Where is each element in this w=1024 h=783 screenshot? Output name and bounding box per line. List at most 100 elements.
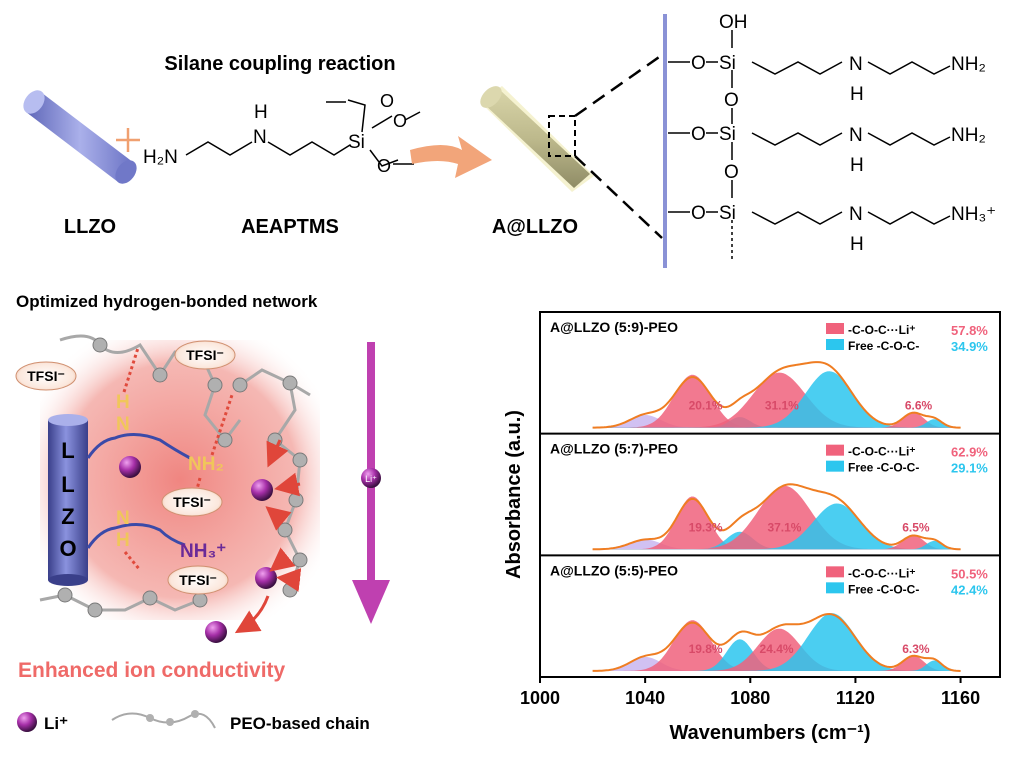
aeaptms-o3: O xyxy=(377,156,391,176)
reaction-arrow xyxy=(410,136,492,178)
legend-li-label: -C-O-C···Li⁺ xyxy=(848,323,916,337)
svg-text:N: N xyxy=(116,414,130,435)
allzo-rod xyxy=(480,86,594,192)
svg-text:L: L xyxy=(61,472,74,497)
zoom-line-top xyxy=(574,53,663,118)
conduction-glow xyxy=(40,340,320,620)
svg-text:H: H xyxy=(850,234,864,255)
svg-text:Z: Z xyxy=(61,504,74,529)
rod-letters: L L Z O xyxy=(59,438,76,561)
fitted-peak xyxy=(592,372,961,428)
legend-li-value: 62.9% xyxy=(951,445,988,460)
legend-swatch-li xyxy=(826,566,844,578)
envelope-line xyxy=(592,483,961,551)
svg-text:TFSI⁻: TFSI⁻ xyxy=(179,572,217,588)
y-axis-label: Absorbance (a.u.) xyxy=(503,410,525,579)
aeaptms-o1: O xyxy=(380,91,394,111)
fitted-peak xyxy=(592,419,961,428)
aeaptms-h: H xyxy=(254,102,268,123)
svg-text:TFSI⁻: TFSI⁻ xyxy=(186,347,224,363)
svg-text:H: H xyxy=(850,155,864,176)
x-tick-label: 1000 xyxy=(520,688,560,708)
fitted-peak xyxy=(592,415,961,428)
svg-text:TFSI⁻: TFSI⁻ xyxy=(27,368,65,384)
aeaptms-structure xyxy=(185,99,399,167)
svg-text:NH₂: NH₂ xyxy=(951,125,986,146)
aeaptms-methyls xyxy=(326,101,421,165)
legend-swatch-free xyxy=(826,582,844,594)
x-tick-label: 1080 xyxy=(730,688,770,708)
siloxane-atoms: OH O Si O O Si O O Si N H NH₂ N H NH₂ N … xyxy=(691,12,996,255)
peak-label: 37.1% xyxy=(767,520,801,534)
svg-text:L: L xyxy=(61,438,74,463)
legend-free-value: 34.9% xyxy=(951,339,988,354)
x-tick-label: 1040 xyxy=(625,688,665,708)
x-axis-label: Wavenumbers (cm⁻¹) xyxy=(670,722,871,744)
legend-chain-label: PEO-based chain xyxy=(230,714,370,733)
svg-text:Si: Si xyxy=(719,124,736,145)
svg-text:O: O xyxy=(724,162,739,183)
siloxane-structure xyxy=(668,30,951,262)
x-tick-label: 1160 xyxy=(941,688,980,708)
legend-li-label: Li⁺ xyxy=(44,714,68,733)
fitted-peak xyxy=(592,656,961,671)
legend-swatch-free xyxy=(826,460,844,472)
fitted-peak xyxy=(592,503,961,550)
peak-label: 19.8% xyxy=(689,642,723,656)
chart-frame xyxy=(539,311,1001,678)
legend-swatch-free xyxy=(826,339,844,350)
legend-free-value: 42.4% xyxy=(951,582,988,597)
fitted-peak xyxy=(592,496,961,550)
fitted-peak xyxy=(592,660,961,671)
peak-label: 31.1% xyxy=(765,399,799,413)
svg-text:Si: Si xyxy=(719,203,736,224)
legend-li-value: 50.5% xyxy=(951,566,988,581)
aeaptms-h2n: H₂N xyxy=(143,147,178,168)
svg-text:N: N xyxy=(849,125,863,146)
envelope-line xyxy=(592,612,961,672)
tfsi-ions xyxy=(15,340,236,595)
enhanced-conductivity: Enhanced ion conductivity xyxy=(18,659,286,682)
fitted-peak xyxy=(592,539,961,550)
fitted-peak xyxy=(592,540,961,550)
svg-text:OH: OH xyxy=(719,12,748,33)
panel-title: A@LLZO (5:9)-PEO xyxy=(550,319,678,335)
svg-text:O: O xyxy=(691,124,706,145)
zoom-box xyxy=(548,115,576,157)
aeaptms-si: Si xyxy=(348,132,365,153)
grafted-chains xyxy=(86,433,191,549)
svg-text:O: O xyxy=(59,536,76,561)
svg-text:H: H xyxy=(116,392,130,413)
svg-text:NH₃⁺: NH₃⁺ xyxy=(951,204,996,225)
svg-text:O: O xyxy=(724,90,739,111)
svg-text:O: O xyxy=(691,203,706,224)
svg-text:TFSI⁻: TFSI⁻ xyxy=(173,494,211,510)
svg-text:NH₂: NH₂ xyxy=(951,54,986,75)
fitted-peak xyxy=(592,613,961,671)
plus-icon xyxy=(116,128,140,152)
allzo-label: A@LLZO xyxy=(492,216,578,238)
svg-text:NH₂: NH₂ xyxy=(188,454,224,475)
legend-free-label: Free -C-O-C- xyxy=(848,582,919,596)
legend-li-value: 57.8% xyxy=(951,323,988,338)
legend-swatch-li xyxy=(826,444,844,456)
scheme-title: Silane coupling reaction xyxy=(164,53,395,75)
svg-text:O: O xyxy=(691,53,706,74)
amine-labels: H N NH₂ N H NH₃⁺ xyxy=(116,392,226,562)
legend-free-value: 29.1% xyxy=(951,461,988,476)
svg-text:H: H xyxy=(850,84,864,105)
legend-li-ball xyxy=(17,712,37,732)
peak-label: 20.1% xyxy=(689,399,723,413)
svg-text:Si: Si xyxy=(719,53,736,74)
svg-text:N: N xyxy=(849,204,863,225)
fitted-peak xyxy=(592,628,961,671)
aeaptms-n: N xyxy=(253,127,267,148)
zoom-line-bottom xyxy=(574,155,663,239)
fitted-peak xyxy=(592,485,961,550)
legend-free-label: Free -C-O-C- xyxy=(848,339,919,353)
tfsi-labels: TFSI⁻ TFSI⁻ TFSI⁻ TFSI⁻ xyxy=(27,347,224,588)
svg-text:N: N xyxy=(116,508,130,529)
llzo-rod xyxy=(23,90,137,184)
ftir-chart: A@LLZO (5:9)-PEO -C-O-C···Li⁺ Free -C-O-C-… xyxy=(503,311,1001,744)
